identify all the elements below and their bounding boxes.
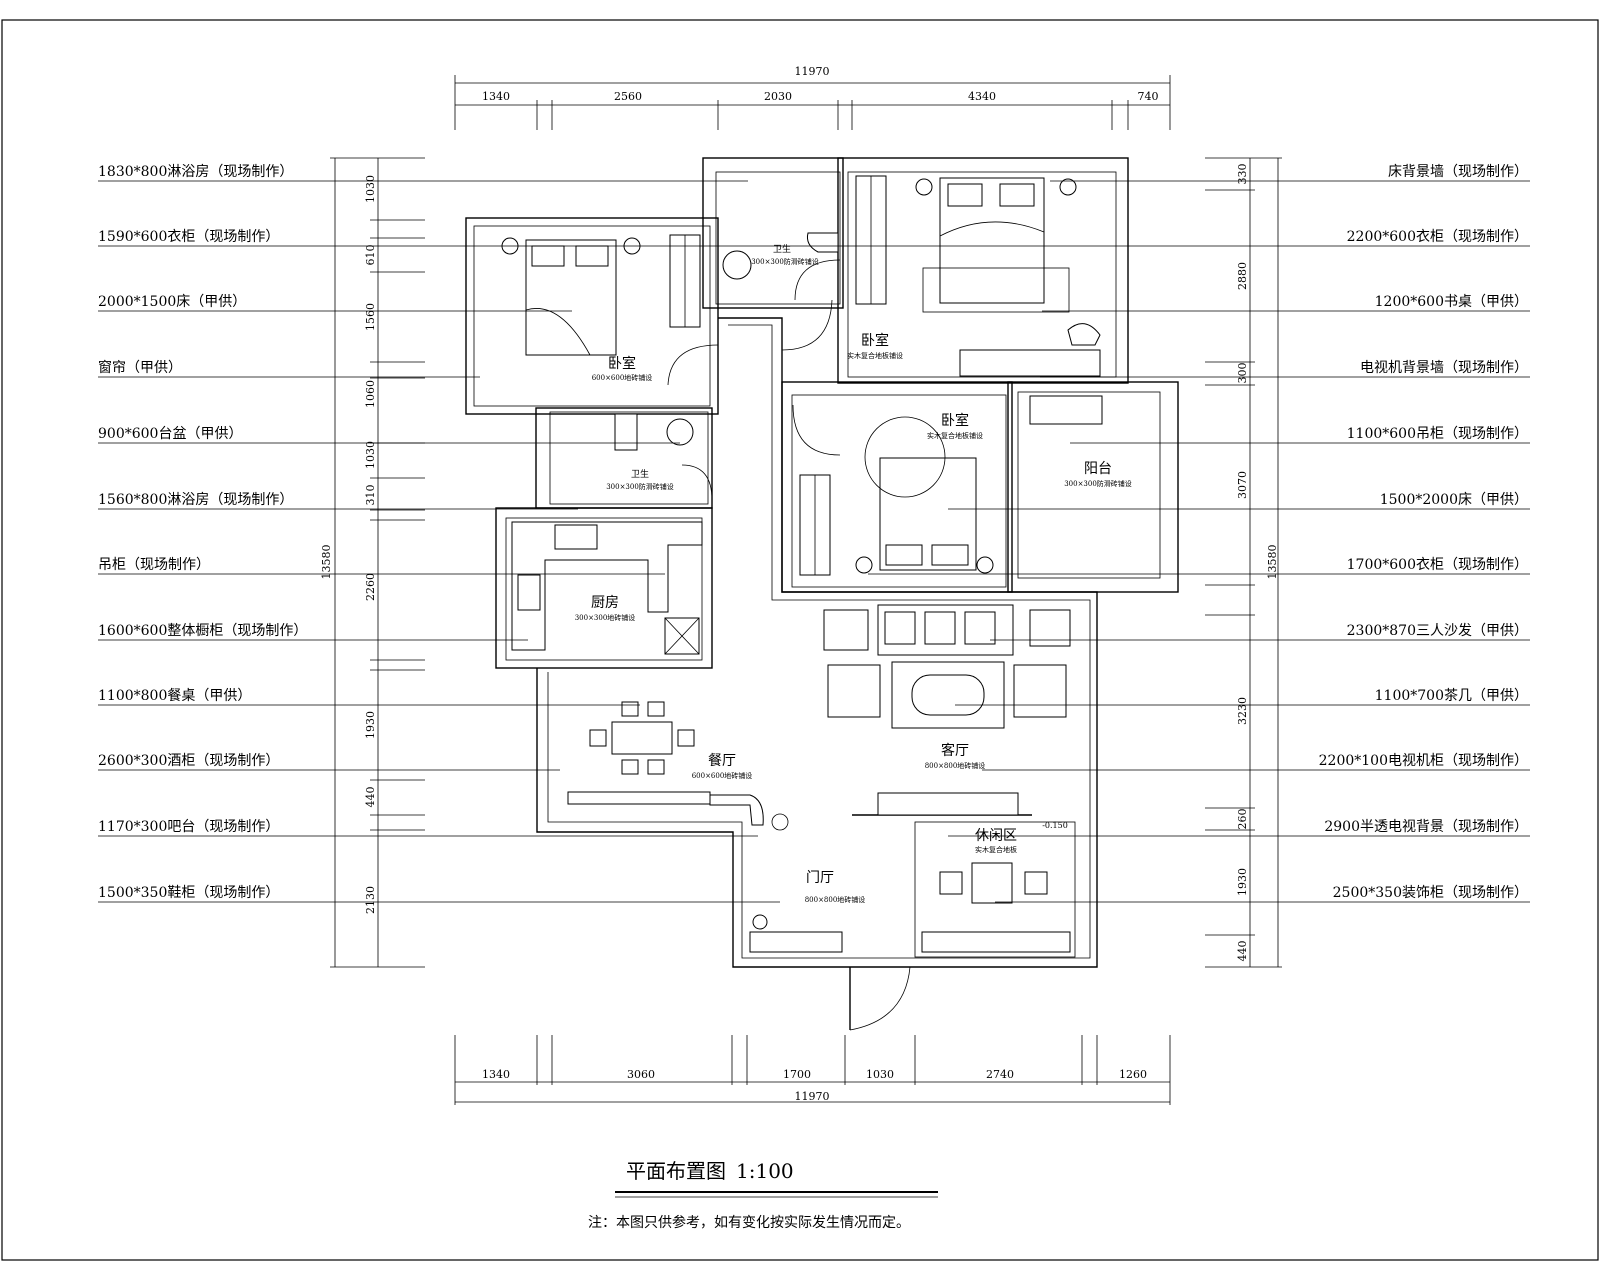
room-leisure-name: 休闲区 (975, 828, 1017, 844)
bottom-dimension: 2740 (986, 1068, 1014, 1081)
left-label: 1830*800淋浴房（现场制作） (98, 164, 293, 180)
left-dimension: 1030 (364, 175, 377, 203)
right-labels: 床背景墙（现场制作） 2200*600衣柜（现场制作） 1200*600书桌（甲… (1319, 164, 1528, 901)
right-label: 1100*700茶几（甲供） (1375, 688, 1528, 704)
room-bedroom3-name: 卧室 (941, 412, 969, 429)
right-label: 1700*600衣柜（现场制作） (1347, 557, 1528, 573)
room-balcony-name: 阳台 (1084, 461, 1112, 477)
bottom-total-dimension: 11970 (795, 1090, 830, 1103)
room-leisure-floor: 实木复合地板 (975, 845, 1017, 854)
bottom-dimension: 1340 (482, 1068, 510, 1081)
room-labels: 卧室 600×600地砖铺设 卧室 实木复合地板铺设 卧室 实木复合地板铺设 阳… (575, 243, 1132, 904)
left-label: 1100*800餐桌（甲供） (98, 688, 251, 704)
left-total-height: 13580 (320, 545, 333, 580)
level-mark: -0.150 (1042, 821, 1068, 830)
left-dimension: 2260 (364, 573, 377, 601)
room-dining-name: 餐厅 (708, 753, 736, 769)
left-label: 2600*300酒柜（现场制作） (98, 753, 279, 769)
room-wc2-name: 卫生 (631, 468, 649, 480)
furniture (501, 175, 1103, 953)
left-dimension: 440 (364, 787, 377, 808)
left-label: 1560*800淋浴房（现场制作） (98, 492, 293, 508)
top-dimension: 2030 (764, 90, 792, 103)
room-living-floor: 800×800地砖铺设 (925, 761, 986, 770)
left-label: 1590*600衣柜（现场制作） (98, 229, 279, 245)
left-dimension: 310 (364, 485, 377, 506)
room-bedroom2-floor: 实木复合地板铺设 (847, 351, 903, 360)
bottom-dimension-chain (454, 1035, 1171, 1105)
room-foyer-name: 门厅 (806, 870, 834, 886)
left-label: 吊柜（现场制作） (98, 557, 210, 573)
bottom-dimension: 3060 (627, 1068, 655, 1081)
room-dining-floor: 600×600地砖铺设 (692, 771, 753, 780)
left-dimension: 1030 (364, 441, 377, 469)
room-living-name: 客厅 (941, 742, 969, 759)
room-wc1-name: 卫生 (773, 243, 791, 255)
right-dimension: 300 (1236, 363, 1249, 384)
right-dimension: 3070 (1236, 471, 1249, 499)
drawing-note: 注：本图只供参考，如有变化按实际发生情况而定。 (588, 1214, 910, 1231)
room-kitchen-name: 厨房 (591, 595, 619, 611)
left-dimension: 1060 (364, 380, 377, 408)
right-label: 1200*600书桌（甲供） (1375, 294, 1528, 310)
right-dimension-chain (1205, 157, 1282, 968)
room-bedroom1-name: 卧室 (608, 355, 636, 372)
right-dimension: 440 (1236, 941, 1249, 962)
right-label: 床背景墙（现场制作） (1388, 164, 1528, 180)
right-label: 2900半透电视背景（现场制作） (1324, 819, 1528, 835)
left-dimension-chain (330, 157, 425, 968)
right-label: 2500*350装饰柜（现场制作） (1333, 885, 1528, 901)
drawing-scale: 1:100 (736, 1159, 794, 1183)
top-dimension: 740 (1138, 90, 1159, 103)
right-dimension: 330 (1236, 164, 1249, 185)
room-bedroom3-floor: 实木复合地板铺设 (927, 431, 983, 440)
left-labels: 1830*800淋浴房（现场制作） 1590*600衣柜（现场制作） 2000*… (98, 164, 307, 901)
room-kitchen-floor: 300×300地砖铺设 (575, 613, 636, 622)
top-dimension: 1340 (482, 90, 510, 103)
left-dimension: 610 (364, 245, 377, 266)
right-label: 2300*870三人沙发（甲供） (1347, 623, 1528, 639)
right-dimension: 1930 (1236, 868, 1249, 896)
left-label: 1600*600整体橱柜（现场制作） (98, 623, 307, 639)
room-foyer-floor: 800×800地砖铺设 (805, 895, 866, 904)
right-dimension: 2880 (1236, 262, 1249, 290)
room-bedroom2-name: 卧室 (861, 332, 889, 349)
bottom-dimension: 1030 (866, 1068, 894, 1081)
top-dimension: 4340 (968, 90, 996, 103)
room-bedroom1-floor: 600×600地砖铺设 (592, 373, 653, 382)
left-label: 1170*300吧台（现场制作） (98, 819, 279, 835)
left-label: 2000*1500床（甲供） (98, 294, 246, 310)
room-wc2-floor: 300×300防滑砖铺设 (606, 482, 674, 491)
walls (465, 157, 1179, 1031)
left-label: 窗帘（甲供） (98, 359, 182, 376)
door-swings (667, 259, 841, 501)
left-dimension: 1930 (364, 711, 377, 739)
drawing-title: 平面布置图 (626, 1159, 726, 1183)
leader-lines-right (868, 180, 1530, 903)
room-balcony-floor: 300×300防滑砖铺设 (1064, 479, 1132, 488)
top-dimension-chain (454, 75, 1171, 130)
left-dimension: 2130 (364, 886, 377, 914)
right-dimension: 260 (1236, 809, 1249, 830)
left-label: 900*600台盆（甲供） (98, 426, 242, 442)
right-label: 电视机背景墙（现场制作） (1360, 360, 1528, 376)
right-label: 2200*100电视机柜（现场制作） (1319, 753, 1528, 769)
right-label: 1100*600吊柜（现场制作） (1347, 426, 1528, 442)
drawing-frame (1, 19, 1599, 1261)
left-label: 1500*350鞋柜（现场制作） (98, 885, 279, 901)
right-label: 1500*2000床（甲供） (1380, 492, 1528, 508)
left-dimension: 1560 (364, 303, 377, 331)
room-wc1-floor: 300×300防滑砖铺设 (751, 257, 819, 266)
bottom-dimension: 1700 (783, 1068, 811, 1081)
top-dimension: 2560 (614, 90, 642, 103)
top-total-dimension: 11970 (795, 65, 830, 78)
leader-lines-left (98, 180, 885, 903)
bottom-dimension: 1260 (1119, 1068, 1147, 1081)
right-total-height: 13580 (1266, 545, 1279, 580)
right-label: 2200*600衣柜（现场制作） (1347, 229, 1528, 245)
right-dimension: 3230 (1236, 697, 1249, 725)
